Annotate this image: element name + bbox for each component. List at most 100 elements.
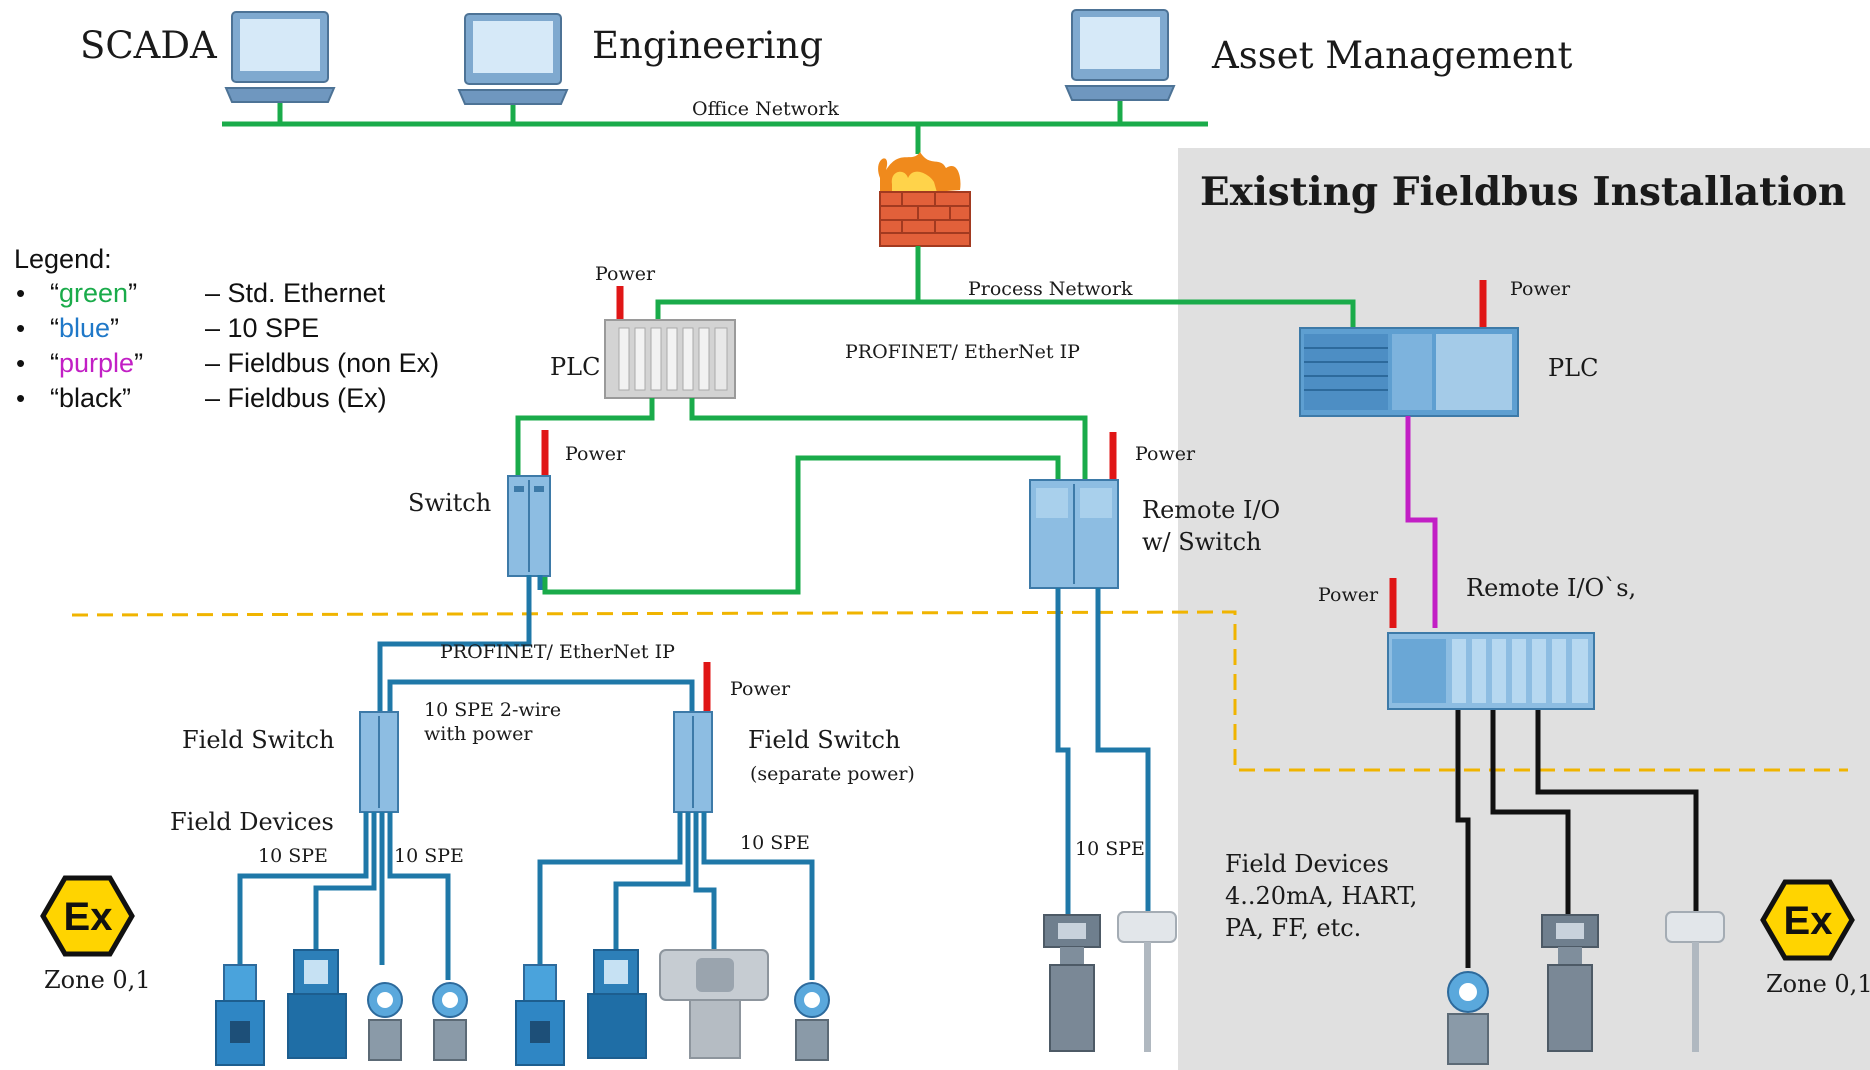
legend-name-green: “green” bbox=[50, 278, 137, 308]
process-network-label: Process Network bbox=[968, 278, 1133, 300]
field-switch-1-label: Field Switch bbox=[182, 726, 334, 754]
ex-zone-icon-right: Ex bbox=[1760, 879, 1855, 961]
power-label-remote-io: Power bbox=[1135, 443, 1196, 465]
legend-bullet: • bbox=[16, 348, 25, 378]
legend-bullet: • bbox=[16, 383, 25, 413]
plc-to-switch-line bbox=[515, 398, 655, 478]
legend-name-blue-text: blue bbox=[59, 313, 110, 343]
spe-fs2-device-1 bbox=[537, 812, 683, 965]
process-network-line bbox=[655, 299, 1356, 330]
spe-fs1-device-2 bbox=[313, 812, 377, 965]
remote-ios-label: Remote I/O`s, bbox=[1466, 574, 1636, 602]
legend-name-purple: “purple” bbox=[50, 348, 143, 378]
legend-bullet: • bbox=[16, 313, 25, 343]
engineering-label: Engineering bbox=[592, 24, 823, 67]
spe-fs1-device-4 bbox=[387, 812, 451, 980]
power-label-field-switch-2: Power bbox=[730, 678, 791, 700]
remote-ios-device bbox=[1387, 632, 1595, 710]
existing-installation-title: Existing Fieldbus Installation bbox=[1200, 169, 1846, 215]
separate-power-label: (separate power) bbox=[750, 763, 915, 785]
power-label-plc-existing: Power bbox=[1510, 278, 1571, 300]
asset-management-label: Asset Management bbox=[1211, 34, 1572, 77]
field-devices-right-label-1: Field Devices bbox=[1225, 850, 1389, 878]
legend-desc-blue: – 10 SPE bbox=[205, 313, 319, 343]
engineering-computer-icon bbox=[457, 13, 569, 105]
fieldbus-ex-line-3 bbox=[1535, 710, 1699, 915]
legend-item-green: • “green” – Std. Ethernet bbox=[16, 278, 386, 308]
legend-name-black: “black” bbox=[50, 383, 131, 413]
flowmeter-device-1 bbox=[215, 964, 265, 1066]
spe-2wire-label-2: with power bbox=[424, 723, 533, 745]
plc-device bbox=[604, 319, 736, 399]
legend-name-blue: “blue” bbox=[50, 313, 119, 343]
spe-2wire-label-1: 10 SPE 2-wire bbox=[424, 699, 561, 721]
plc-to-remote-io-line bbox=[689, 398, 1088, 482]
legend-title: Legend: bbox=[14, 244, 112, 274]
spe-label-fs1-left: 10 SPE bbox=[258, 845, 328, 867]
pressure-transmitter-1 bbox=[367, 982, 403, 1061]
power-label-remote-ios: Power bbox=[1318, 584, 1379, 606]
field-devices-right-label-2: 4..20mA, HART, bbox=[1225, 882, 1417, 910]
spe-remote-io-line-2 bbox=[1095, 588, 1151, 925]
legend-item-black: • “black” – Fieldbus (Ex) bbox=[16, 383, 387, 413]
spe-fs1-device-1 bbox=[237, 812, 369, 965]
valve-actuator-device bbox=[659, 949, 769, 1059]
field-devices-label-left: Field Devices bbox=[170, 808, 334, 836]
flowmeter-existing-device bbox=[1541, 914, 1599, 1052]
pressure-transmitter-existing bbox=[1447, 971, 1489, 1065]
power-label-plc: Power bbox=[595, 263, 656, 285]
legend-desc-green: – Std. Ethernet bbox=[205, 278, 386, 308]
remote-io-label-1: Remote I/O bbox=[1142, 496, 1280, 524]
spe-fs2-device-4 bbox=[701, 812, 815, 980]
temperature-sensor-device bbox=[1117, 911, 1177, 1052]
spe-field-switch-link bbox=[387, 679, 695, 715]
plc-existing-label: PLC bbox=[1548, 354, 1598, 382]
legend: Legend: • “green” – Std. Ethernet • “blu… bbox=[14, 244, 439, 413]
spe-fs2-device-3 bbox=[693, 812, 717, 950]
plc-existing-device bbox=[1299, 327, 1519, 417]
spe-label-remote-io: 10 SPE bbox=[1075, 838, 1145, 860]
spe-switch-to-field-switch-1 bbox=[377, 575, 532, 715]
flowmeter-remote-io-device bbox=[1043, 914, 1101, 1052]
legend-item-purple: • “purple” – Fieldbus (non Ex) bbox=[16, 348, 439, 378]
flowmeter-device-3 bbox=[515, 964, 565, 1066]
spe-remote-io-line-1 bbox=[1055, 588, 1071, 925]
profinet-label-top: PROFINET/ EtherNet IP bbox=[845, 341, 1080, 363]
power-label-switch: Power bbox=[565, 443, 626, 465]
legend-name-green-text: green bbox=[59, 278, 128, 308]
field-devices-right-label-3: PA, FF, etc. bbox=[1225, 914, 1361, 942]
fieldbus-ex-line-1 bbox=[1455, 710, 1471, 968]
legend-name-purple-text: purple bbox=[59, 348, 134, 378]
firewall-icon bbox=[878, 152, 971, 247]
flowmeter-device-4 bbox=[587, 949, 647, 1059]
legend-bullet: • bbox=[16, 278, 25, 308]
switch-to-remote-io-line bbox=[542, 455, 1061, 595]
remote-io-device bbox=[1029, 479, 1119, 589]
legend-item-blue: • “blue” – 10 SPE bbox=[16, 313, 319, 343]
office-network-label: Office Network bbox=[692, 98, 839, 120]
asset-computer-icon bbox=[1064, 9, 1176, 101]
spe-label-fs1-right: 10 SPE bbox=[394, 845, 464, 867]
plc-label: PLC bbox=[550, 353, 600, 381]
remote-io-label-2: w/ Switch bbox=[1142, 528, 1261, 556]
ex-symbol-text-right: Ex bbox=[1784, 899, 1833, 943]
legend-name-black-text: black bbox=[59, 383, 123, 413]
fieldbus-ex-line-2 bbox=[1490, 710, 1571, 915]
switch-device bbox=[507, 475, 551, 577]
scada-label: SCADA bbox=[80, 24, 218, 67]
spe-fs2-device-2 bbox=[613, 812, 691, 965]
ex-symbol-text-left: Ex bbox=[64, 895, 113, 939]
scada-computer-icon bbox=[224, 11, 336, 103]
switch-label: Switch bbox=[408, 489, 491, 517]
pressure-transmitter-2 bbox=[432, 982, 468, 1061]
spe-label-fs2: 10 SPE bbox=[740, 832, 810, 854]
field-switch-2-label: Field Switch bbox=[748, 726, 900, 754]
temperature-sensor-existing bbox=[1665, 911, 1725, 1052]
legend-desc-black: – Fieldbus (Ex) bbox=[205, 383, 387, 413]
zone-label-left: Zone 0,1 bbox=[44, 966, 151, 994]
field-switch-1-device bbox=[359, 711, 399, 813]
pressure-transmitter-3 bbox=[794, 982, 830, 1061]
legend-desc-purple: – Fieldbus (non Ex) bbox=[205, 348, 439, 378]
fieldbus-purple-line bbox=[1405, 416, 1438, 628]
